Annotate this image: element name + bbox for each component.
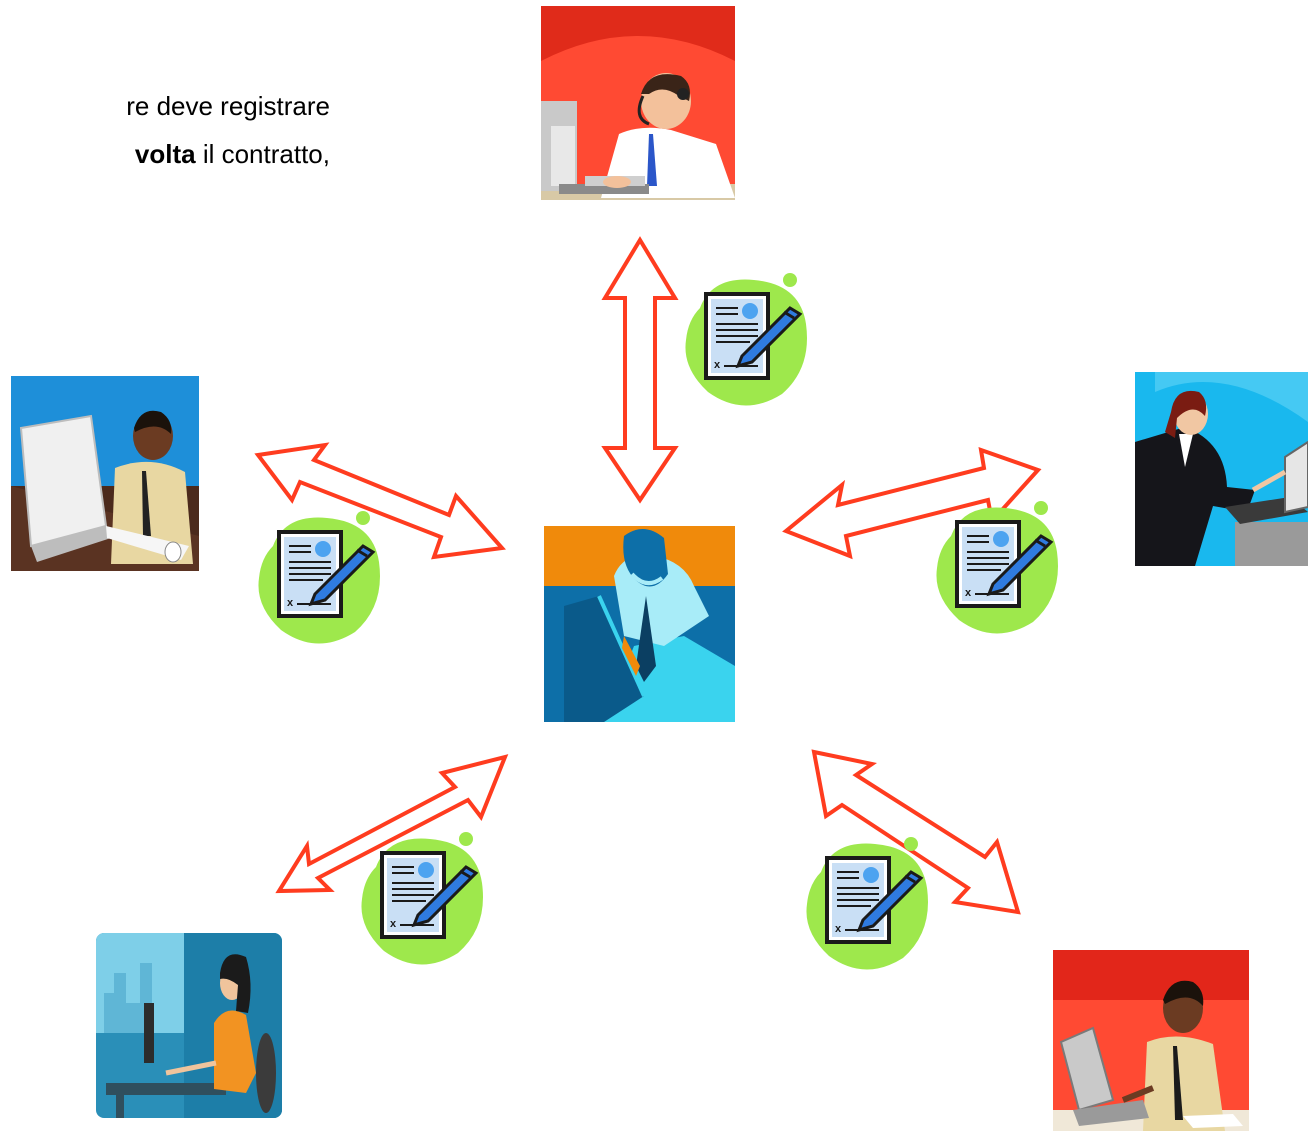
person-tile-bottom-right xyxy=(1053,950,1249,1131)
man-typing-icon xyxy=(1053,950,1249,1131)
woman-at-laptop-icon xyxy=(1135,372,1308,566)
call-center-operator-icon xyxy=(541,6,735,200)
contract-icon-top: x xyxy=(672,268,822,418)
arrow-bottom-right xyxy=(811,749,1021,915)
contract-icon-right: x xyxy=(923,496,1073,646)
caption-text: re deve registrare volta il contratto, xyxy=(0,82,330,178)
signed-contract-icon: x xyxy=(685,273,807,406)
contract-x-mark: x xyxy=(714,359,721,371)
contract-icon-bottom-left: x xyxy=(348,827,498,977)
caption-line-2-rest: il contratto, xyxy=(195,139,330,169)
person-tile-right xyxy=(1135,372,1308,566)
hub-tile xyxy=(544,526,735,722)
signed-contract-icon: x xyxy=(936,501,1058,634)
signed-contract-icon: x xyxy=(361,832,483,965)
contract-x-mark: x xyxy=(390,918,397,930)
person-tile-bottom-left xyxy=(96,933,282,1118)
arrow-top xyxy=(601,236,679,504)
person-tile-top xyxy=(541,6,735,200)
caption-bold-word: volta xyxy=(134,139,196,169)
contract-x-mark: x xyxy=(287,597,294,609)
contract-icon-left: x xyxy=(245,506,395,656)
signed-contract-icon: x xyxy=(806,837,928,970)
arrow-left xyxy=(254,442,506,560)
arrow-bottom-left xyxy=(275,754,509,894)
woman-at-desk-icon xyxy=(96,933,282,1118)
signed-contract-icon: x xyxy=(258,511,380,644)
contract-x-mark: x xyxy=(835,923,842,935)
thinking-businessman-icon xyxy=(544,526,735,722)
caption-line-2: volta il contratto, xyxy=(0,130,330,178)
man-at-computer-icon xyxy=(11,376,199,571)
person-tile-left xyxy=(11,376,199,571)
contract-icon-bottom-right: x xyxy=(793,832,943,982)
contract-x-mark: x xyxy=(965,587,972,599)
arrow-right xyxy=(782,446,1042,560)
caption-line-1: re deve registrare xyxy=(126,91,330,121)
